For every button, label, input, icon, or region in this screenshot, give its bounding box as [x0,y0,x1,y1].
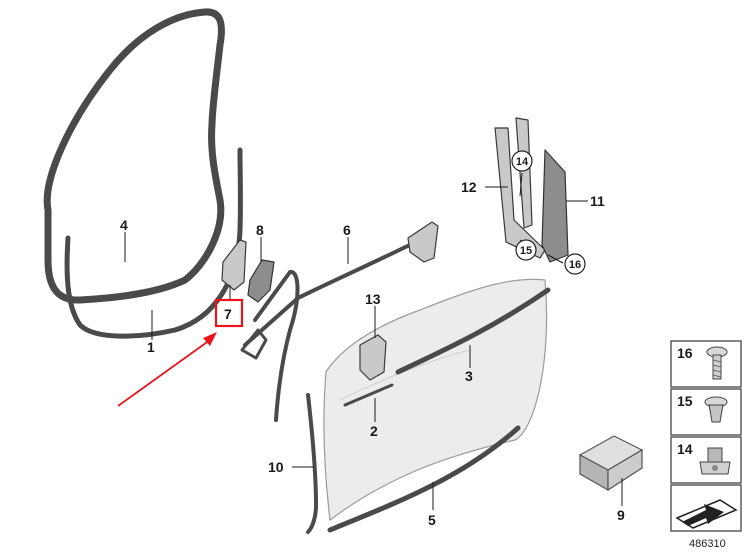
callout-2: 2 [370,423,378,439]
part-8-mirror-bracket[interactable] [247,259,275,303]
callout-14-circle [511,150,533,172]
callout-16: 16 [569,259,581,271]
callout-7: 7 [224,306,232,322]
callout-15: 15 [520,245,532,257]
part-13-door-bracket[interactable] [359,334,387,381]
highlight-box [214,298,244,328]
legend-box-14 [670,436,742,484]
expanding-rivet-icon [704,396,728,423]
callout-13: 13 [365,291,381,307]
document-number: 486310 [689,538,726,550]
legend-label-16: 16 [677,345,693,361]
legend-box-16 [670,340,742,388]
part-9-parts-package[interactable] [578,435,644,492]
part-11-b-pillar-cover[interactable] [541,149,569,263]
part-12-b-pillar-trim[interactable] [494,117,546,259]
callout-11: 11 [590,193,605,209]
highlight-part-7 [117,298,244,407]
callout-labels: 4 1 7 8 6 13 3 2 10 5 9 12 11 14 15 16 [120,150,625,528]
orientation-arrow-icon [675,499,738,529]
legend-box-15 [670,388,742,436]
callout-6: 6 [343,222,351,238]
highlight-arrow-line [117,339,211,407]
legend-label-15: 15 [677,393,693,409]
callout-12: 12 [461,179,477,195]
screw-icon [706,346,728,380]
callout-14: 14 [516,156,529,168]
part-10-door-edge-seal[interactable] [306,393,318,534]
callout-5: 5 [428,512,436,528]
callout-16-circle [564,253,586,275]
part-2-trim-strip[interactable] [343,383,394,407]
part-4-door-frame-seal[interactable] [43,8,225,304]
legend-label-14: 14 [677,441,693,457]
callout-10: 10 [268,459,284,475]
part-6-window-channel[interactable] [243,221,439,347]
clip-nut-icon [699,447,731,475]
callout-15-circle [515,239,537,261]
part-3-window-shaft-seal[interactable] [395,287,551,375]
callout-9: 9 [617,507,625,523]
highlight-arrow-head [203,332,217,346]
callout-8: 8 [256,222,264,238]
callout-4: 4 [120,217,128,233]
fastener-legend: 16 15 14 [670,340,742,532]
part-7-mirror-triangle-cover[interactable] [221,239,247,291]
callout-1: 1 [147,339,155,355]
callout-3: 3 [465,368,473,384]
front-window-frame[interactable] [240,270,300,422]
part-1-door-seal[interactable] [64,147,243,339]
part-5-bottom-door-seal[interactable] [327,425,521,533]
